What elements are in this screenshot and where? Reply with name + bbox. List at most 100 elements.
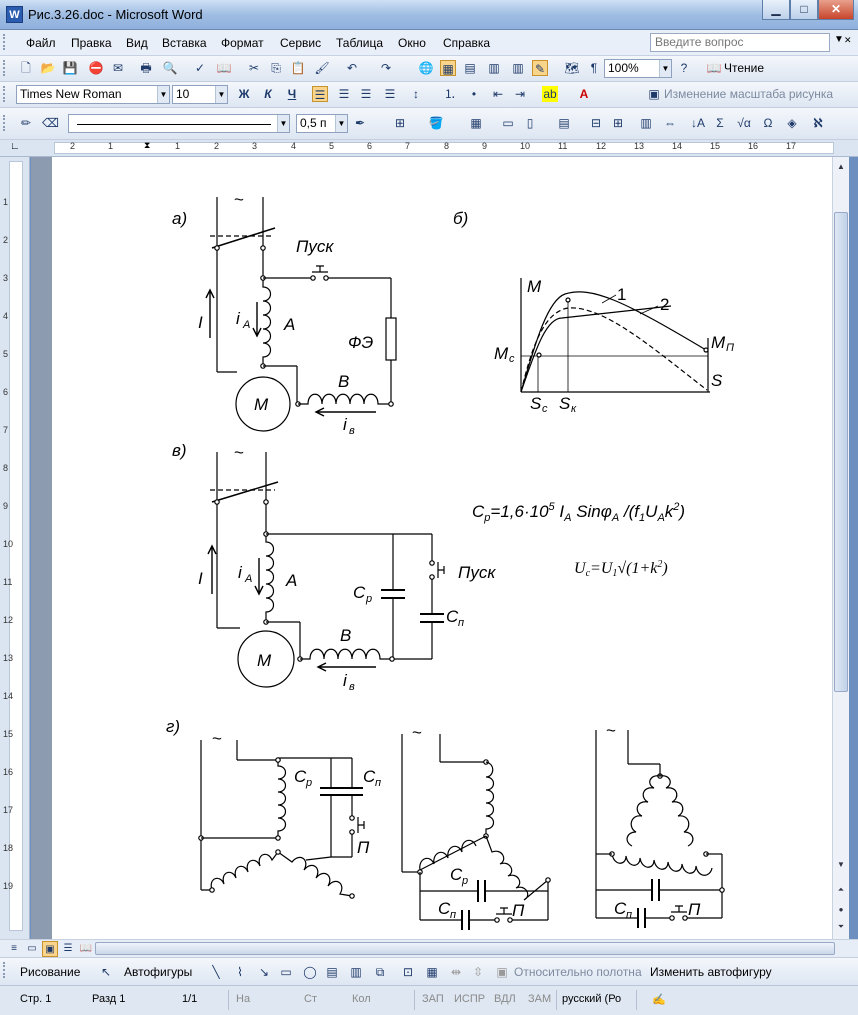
- align-cell-icon[interactable]: ▤: [558, 116, 570, 130]
- numbering-icon[interactable]: ⒈: [443, 87, 456, 101]
- show-formatting-icon[interactable]: ¶: [590, 61, 598, 75]
- browse-object-icon[interactable]: ●: [838, 905, 844, 914]
- draw-menu-button[interactable]: Рисование: [20, 965, 81, 979]
- indent-marker-icon[interactable]: ⧗: [144, 140, 151, 150]
- cut-icon[interactable]: ✂: [248, 61, 260, 75]
- menu-edit[interactable]: Правка: [71, 36, 112, 50]
- menu-insert[interactable]: Вставка: [162, 36, 207, 50]
- undo-icon[interactable]: ↶: [346, 61, 358, 75]
- distribute-h-icon[interactable]: ⇹: [450, 965, 462, 979]
- print-layout-icon[interactable]: ▣: [42, 941, 58, 957]
- symbol-icon[interactable]: Ω: [763, 116, 773, 130]
- border-color-icon[interactable]: ✒: [354, 116, 366, 130]
- print-icon[interactable]: 🖶: [140, 61, 152, 75]
- reading-view-icon[interactable]: 📖: [79, 943, 93, 954]
- font-color-icon[interactable]: A: [579, 87, 589, 101]
- toolbar-grip[interactable]: [3, 86, 7, 102]
- zoom-select[interactable]: 100%▼: [604, 59, 672, 78]
- permission-icon[interactable]: ⛔: [88, 61, 104, 75]
- menu-file[interactable]: Файл: [26, 36, 56, 50]
- print-preview-icon[interactable]: 🔍: [162, 61, 178, 75]
- insert-table-icon[interactable]: ▤: [464, 61, 476, 75]
- underline-button[interactable]: Ч: [287, 87, 297, 101]
- hyperlink-icon[interactable]: 🌐: [418, 61, 434, 75]
- split-cells-icon[interactable]: ▯: [526, 116, 534, 130]
- decrease-indent-icon[interactable]: ⇤: [492, 87, 504, 101]
- word-app-icon[interactable]: W: [6, 6, 23, 23]
- outline-view-icon[interactable]: ☰: [63, 943, 73, 954]
- picture-scale-icon[interactable]: ▣: [648, 87, 660, 101]
- reading-mode-button[interactable]: Чтение: [724, 61, 765, 75]
- toolbar-grip[interactable]: [3, 60, 7, 76]
- help-search-input[interactable]: Введите вопрос: [650, 33, 830, 52]
- shading-icon[interactable]: 🪣: [428, 116, 444, 130]
- picture-scale-button[interactable]: Изменение масштаба рисунка: [664, 87, 834, 101]
- equation-icon[interactable]: √α: [737, 116, 751, 130]
- select-objects-icon[interactable]: ↖: [100, 965, 112, 979]
- doc-close-icon[interactable]: ✕: [844, 35, 852, 45]
- menu-grip[interactable]: [3, 34, 7, 50]
- vertical-scrollbar[interactable]: ▲ ▼ ⏶ ● ⏷: [832, 157, 849, 939]
- toolbar-grip[interactable]: [3, 115, 7, 131]
- normal-view-icon[interactable]: ≡: [11, 943, 17, 954]
- menu-window[interactable]: Окно: [398, 36, 426, 50]
- new-document-icon[interactable]: 🗋: [21, 61, 31, 75]
- connector-icon[interactable]: ⌇: [237, 965, 243, 979]
- font-select[interactable]: Times New Roman▼: [16, 85, 170, 104]
- status-language[interactable]: русский (Ро: [562, 993, 622, 1005]
- menu-format[interactable]: Формат: [221, 36, 264, 50]
- eraser-icon[interactable]: ⌫: [42, 116, 59, 130]
- relative-to-canvas-button[interactable]: Относительно полотна: [514, 965, 642, 979]
- bullets-icon[interactable]: •: [471, 87, 477, 101]
- align-objects-icon[interactable]: ⊡: [402, 965, 414, 979]
- tables-borders-icon[interactable]: ▦: [440, 60, 456, 76]
- distribute-rows-icon[interactable]: ⊟: [590, 116, 602, 130]
- document-page[interactable]: а) ~ Пуск ФЭ i A A I M B: [52, 157, 832, 939]
- toolbar-grip[interactable]: [3, 962, 7, 978]
- email-icon[interactable]: ✉: [112, 61, 124, 75]
- rectangle-icon[interactable]: ▭: [280, 965, 292, 979]
- spelling-icon[interactable]: ✓: [194, 61, 206, 75]
- sum-icon[interactable]: Σ: [716, 116, 724, 130]
- insert-excel-icon[interactable]: ▥: [488, 61, 500, 75]
- document-map-icon[interactable]: 🗺: [564, 61, 580, 75]
- line-spacing-icon[interactable]: ↕: [413, 87, 419, 101]
- line-style-select[interactable]: ▼: [68, 114, 290, 133]
- horizontal-ruler[interactable]: ∟ 2 1 1 2 3 4 5 6 7 8 9 10 11 12 13 14 1…: [0, 140, 858, 157]
- draw-table-icon[interactable]: ✏: [20, 116, 32, 130]
- justify-icon[interactable]: ☰: [384, 87, 396, 101]
- autoshapes-button[interactable]: Автофигуры: [124, 965, 193, 979]
- copy-icon[interactable]: ⎘: [271, 61, 281, 75]
- menu-table[interactable]: Таблица: [336, 36, 384, 50]
- menu-tools[interactable]: Сервис: [280, 36, 322, 50]
- horizontal-scroll-thumb[interactable]: [95, 942, 835, 955]
- distribute-v-icon[interactable]: ⇳: [472, 965, 484, 979]
- help-icon[interactable]: ?: [680, 61, 688, 75]
- align-center-icon[interactable]: ☰: [338, 87, 350, 101]
- help-dropdown-icon[interactable]: ▼: [834, 34, 844, 45]
- format-painter-icon[interactable]: 🖌: [314, 61, 330, 75]
- drawing-icon[interactable]: ✎: [532, 60, 548, 76]
- increase-indent-icon[interactable]: ⇥: [514, 87, 526, 101]
- highlight-icon[interactable]: ab: [542, 86, 558, 102]
- shape-icon[interactable]: ◈: [787, 116, 797, 130]
- save-icon[interactable]: 💾: [62, 61, 78, 75]
- relative-canvas-icon[interactable]: ▣: [496, 965, 508, 979]
- wordart-icon[interactable]: ℵ: [813, 116, 823, 130]
- status-ovr[interactable]: ЗАМ: [528, 993, 552, 1005]
- bold-button[interactable]: Ж: [238, 87, 250, 101]
- change-autoshape-button[interactable]: Изменить автофигуру: [650, 965, 772, 979]
- sort-asc-icon[interactable]: ↓A: [690, 116, 705, 130]
- web-view-icon[interactable]: ▭: [27, 943, 37, 954]
- autofit-icon[interactable]: ⇔: [664, 116, 676, 130]
- tab-stop-icon[interactable]: ∟: [10, 141, 20, 152]
- autoformat-icon[interactable]: ▥: [640, 116, 652, 130]
- arrow-icon[interactable]: ↘: [258, 965, 270, 979]
- status-trk[interactable]: ИСПР: [454, 993, 486, 1005]
- paste-icon[interactable]: 📋: [290, 61, 306, 75]
- distribute-columns-icon[interactable]: ⊞: [612, 116, 624, 130]
- close-button[interactable]: ✕: [818, 0, 854, 20]
- merge-cells-icon[interactable]: ▭: [502, 116, 514, 130]
- horizontal-scrollbar[interactable]: ≡ ▭ ▣ ☰ 📖: [0, 939, 858, 957]
- group-icon[interactable]: ⧉: [375, 965, 385, 979]
